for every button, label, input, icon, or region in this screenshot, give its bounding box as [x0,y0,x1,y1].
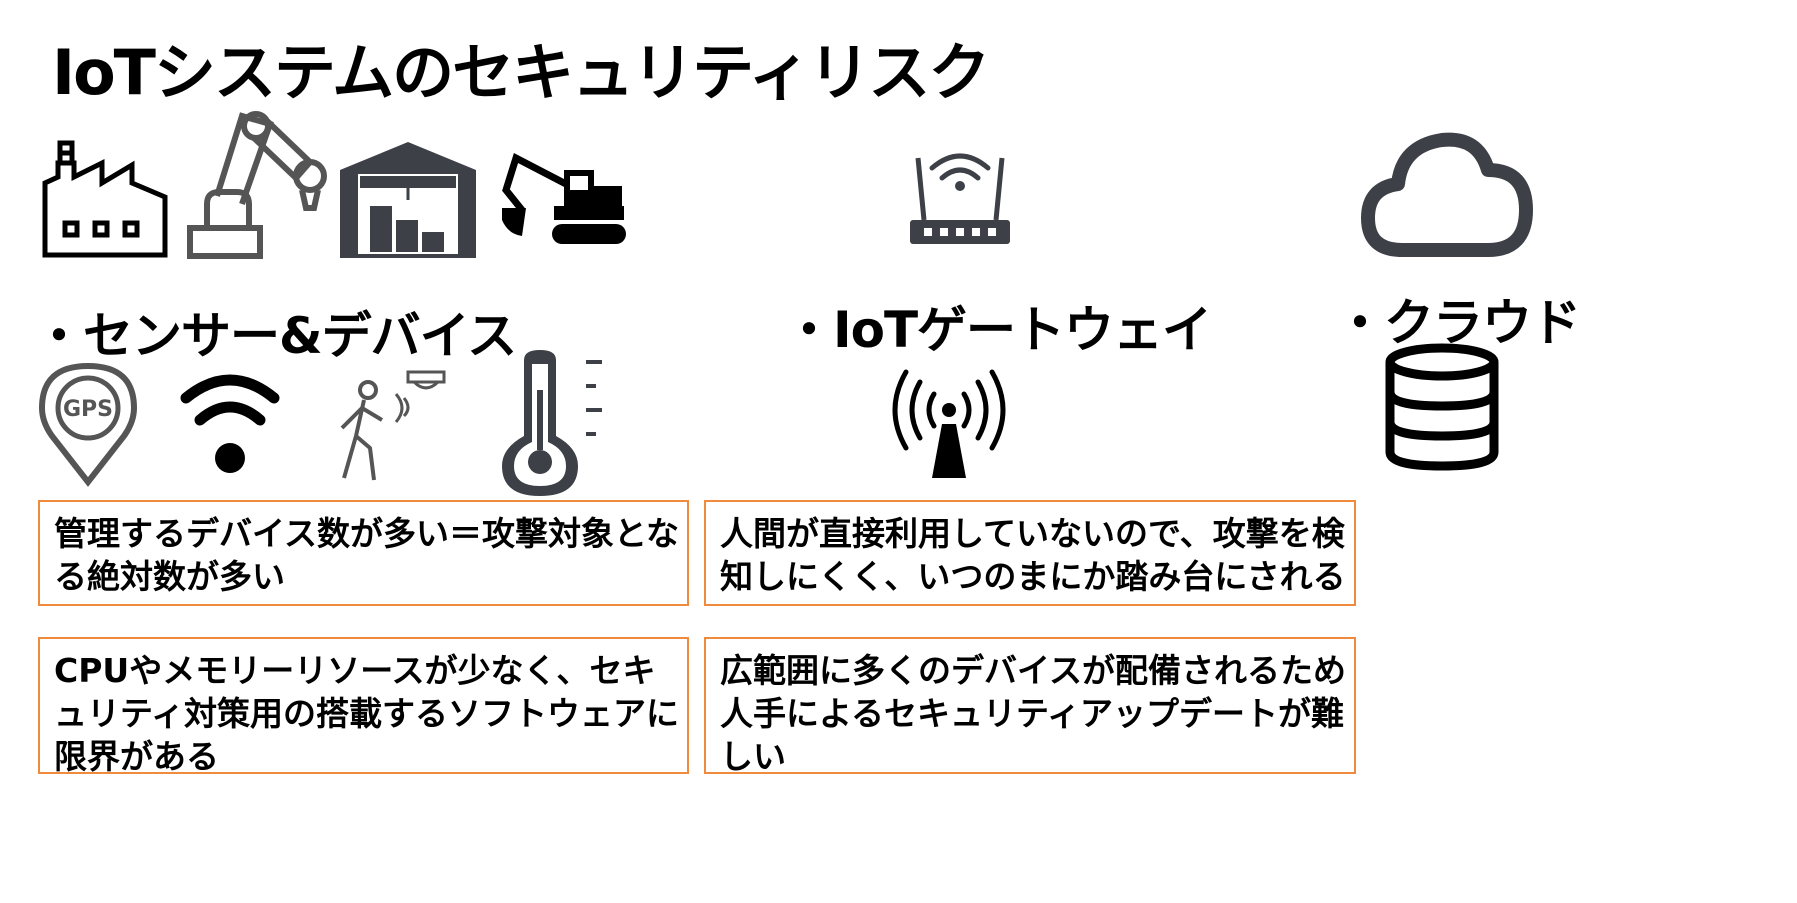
note-text-line: 管理するデバイス数が多い＝攻撃対象とな [54,514,680,553]
note-box-device-resources: CPUやメモリーリソースが少なく、セキ ュリティ対策用の搭載するソフトウェアに … [38,637,689,776]
note-box-gateway-updates: 広範囲に多くのデバイスが配備されるため 人手によるセキュリティアップデートが難 … [704,637,1356,776]
motion-sensor-icon [340,370,446,481]
note-text-line: 知しにくく、いつのまにか踏み台にされる [720,557,1346,596]
gps-pin-icon: GPS [38,362,138,487]
note-box-gateway-detection: 人間が直接利用していないので、攻撃を検 知しにくく、いつのまにか踏み台にされる [704,500,1356,606]
cloud-icon [1361,132,1533,257]
wifi-signal-icon [180,374,280,473]
note-text-line: しい [720,737,786,776]
section-heading-gateway: ・IoTゲートウェイ [784,301,1212,359]
warehouse-icon [340,142,476,258]
router-icon [910,153,1010,244]
excavator-icon [502,152,626,244]
robot-arm-icon [187,111,327,259]
section-heading-cloud: ・クラウド [1335,294,1581,352]
factory-icon [42,140,168,258]
note-text-line: 人手によるセキュリティアップデートが難 [720,694,1345,733]
note-text-line: 人間が直接利用していないので、攻撃を検 [720,514,1345,553]
database-icon [1385,343,1499,471]
svg-text:GPS: GPS [63,397,113,422]
note-text-line: ュリティ対策用の搭載するソフトウェアに [54,694,680,733]
note-text-line: る絶対数が多い [54,557,285,596]
thermometer-icon [502,350,602,496]
antenna-broadcast-icon [892,369,1006,478]
note-box-device-count: 管理するデバイス数が多い＝攻撃対象とな る絶対数が多い [38,500,689,606]
note-text-line: 広範囲に多くのデバイスが配備されるため [720,651,1347,690]
note-text-line: 限界がある [54,737,219,776]
page-title: IoTシステムのセキュリティリスク [52,36,990,109]
section-heading-devices: ・センサー&デバイス [34,307,517,365]
note-text-line: CPUやメモリーリソースが少なく、セキ [54,651,656,690]
